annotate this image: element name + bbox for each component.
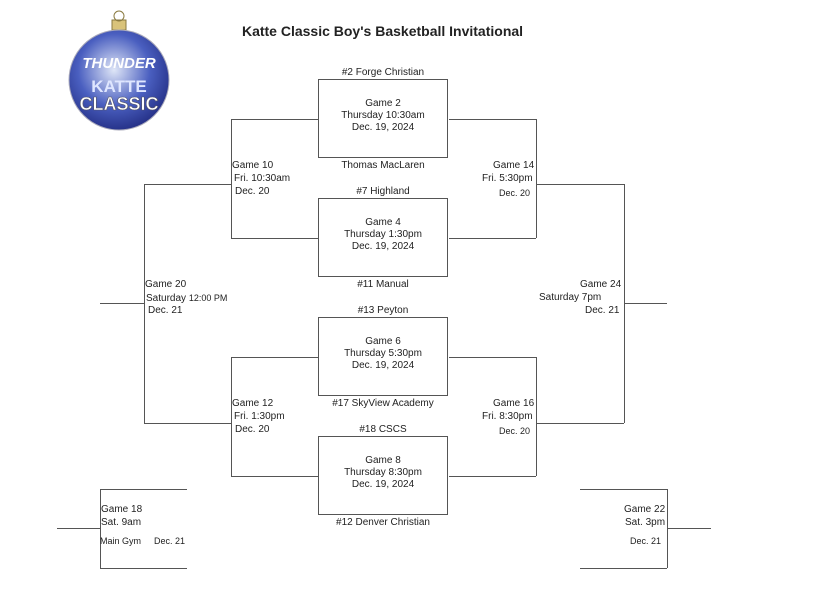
game-box: Game 4 Thursday 1:30pm Dec. 19, 2024 [318, 198, 448, 277]
game-time: Thursday 8:30pm [344, 467, 422, 478]
game-date: Dec. 20 [499, 188, 531, 198]
game-box: Game 8 Thursday 8:30pm Dec. 19, 2024 [318, 436, 448, 515]
game-date: Dec. 19, 2024 [351, 479, 415, 490]
bracket-line [144, 184, 231, 185]
bracket-line [449, 476, 536, 477]
game-time: Thursday 1:30pm [344, 229, 422, 240]
game-time: Fri. 5:30pm [482, 173, 533, 184]
game-location: Main Gym [100, 536, 142, 546]
svg-text:THUNDER: THUNDER [82, 55, 155, 72]
game-number: Game 18 [101, 504, 143, 515]
game-time: Thursday 10:30am [341, 110, 425, 121]
game-date: Dec. 20 [235, 424, 270, 435]
game-date: Dec. 21 [154, 536, 186, 546]
bracket-line [57, 528, 100, 529]
bracket-line [449, 119, 536, 120]
bracket-line [580, 568, 667, 569]
game-time: Thursday 5:30pm [344, 348, 422, 359]
team-label: #12 Denver Christian [336, 517, 430, 528]
team-label: #11 Manual [357, 279, 409, 290]
game-number: Game 2 [365, 98, 401, 109]
game-date: Dec. 19, 2024 [351, 241, 415, 252]
page-title: Katte Classic Boy's Basketball Invitatio… [241, 23, 524, 39]
bracket-line [100, 489, 187, 490]
game-date: Dec. 21 [585, 305, 620, 316]
bracket-line [100, 489, 101, 568]
bracket-line [667, 528, 711, 529]
bracket-line [536, 184, 624, 185]
game-hour: 12:00 PM [188, 293, 228, 303]
bracket-line [449, 357, 536, 358]
bracket-line [231, 476, 318, 477]
bracket-line [536, 357, 537, 476]
bracket-line [231, 119, 232, 238]
game-number: Game 8 [365, 455, 401, 466]
game-number: Game 14 [493, 160, 535, 171]
katte-classic-logo: THUNDER KATTE CLASSIC [64, 8, 174, 133]
svg-text:KATTE: KATTE [91, 77, 146, 96]
game-time: Fri. 1:30pm [234, 411, 285, 422]
game-date: Dec. 21 [630, 536, 662, 546]
bracket-line [580, 489, 667, 490]
game-time: Fri. 10:30am [234, 173, 291, 184]
bracket-line [100, 303, 144, 304]
game-date: Dec. 21 [148, 305, 183, 316]
game-number: Game 6 [365, 336, 401, 347]
game-time: Saturday 7pm [539, 292, 602, 303]
game-number: Game 16 [493, 398, 535, 409]
game-time: Saturday 12:00 PM [146, 292, 227, 305]
game-number: Game 4 [365, 217, 401, 228]
team-label: #7 Highland [356, 186, 410, 197]
game-date: Dec. 20 [499, 426, 531, 436]
team-label: #13 Peyton [357, 305, 409, 316]
game-number: Game 20 [145, 279, 187, 290]
bracket-line [536, 423, 624, 424]
bracket-line [100, 568, 187, 569]
game-number: Game 22 [624, 504, 666, 515]
game-box: Game 6 Thursday 5:30pm Dec. 19, 2024 [318, 317, 448, 396]
bracket-line [231, 238, 318, 239]
team-label: #18 CSCS [359, 424, 407, 435]
bracket-line [144, 184, 145, 423]
game-box: Game 2 Thursday 10:30am Dec. 19, 2024 [318, 79, 448, 158]
game-date: Dec. 20 [235, 186, 270, 197]
team-label: #17 SkyView Academy [332, 398, 434, 409]
bracket-line [624, 303, 667, 304]
bracket-line [231, 357, 318, 358]
game-number: Game 10 [232, 160, 274, 171]
bracket-line [536, 119, 537, 238]
game-number: Game 12 [232, 398, 274, 409]
game-number: Game 24 [580, 279, 622, 290]
svg-text:CLASSIC: CLASSIC [79, 94, 158, 114]
game-time: Sat. 9am [101, 517, 142, 528]
bracket-line [231, 357, 232, 476]
bracket-line [449, 238, 536, 239]
game-date: Dec. 19, 2024 [351, 360, 415, 371]
game-date: Dec. 19, 2024 [351, 122, 415, 133]
game-time: Fri. 8:30pm [482, 411, 533, 422]
bracket-line [231, 119, 318, 120]
game-day: Saturday [146, 293, 187, 304]
game-time: Sat. 3pm [625, 517, 666, 528]
team-label: #2 Forge Christian [341, 67, 425, 78]
team-label: Thomas MacLaren [341, 160, 425, 171]
bracket-line [144, 423, 231, 424]
